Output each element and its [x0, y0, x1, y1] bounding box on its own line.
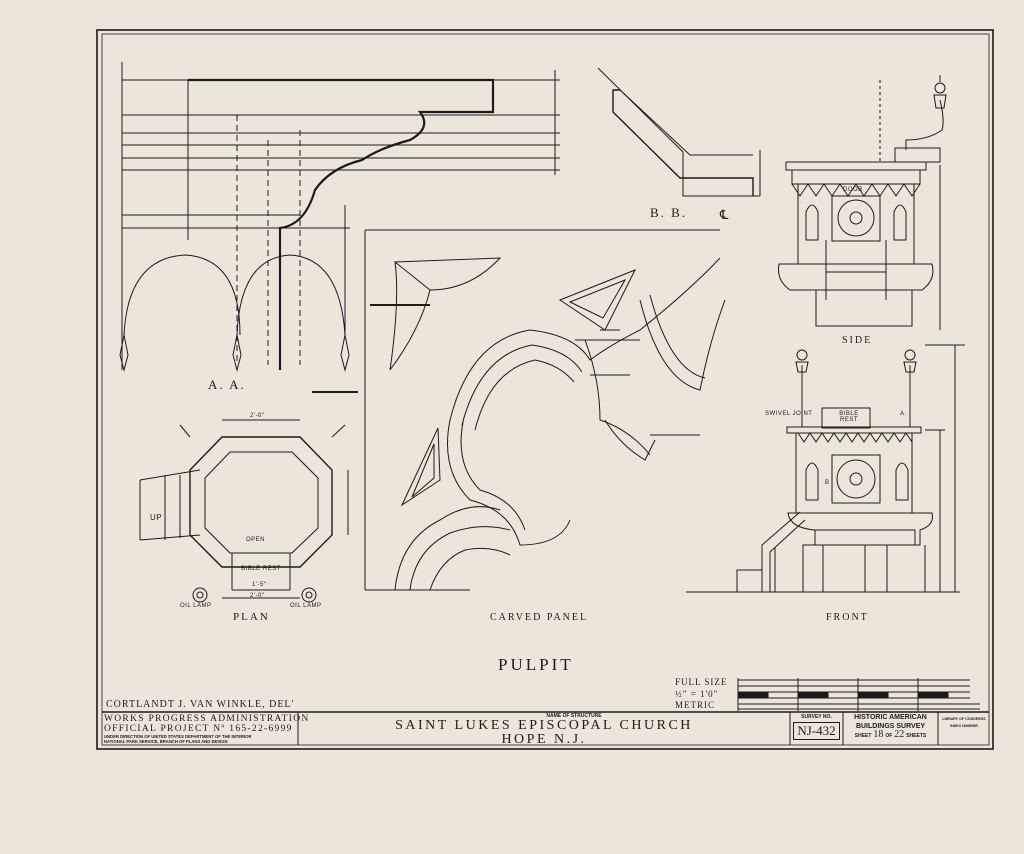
drawing-title: PULPIT — [498, 655, 574, 674]
project-number: OFFICIAL PROJECT Nº 165-22-6999 — [104, 724, 293, 734]
agency-name: WORKS PROGRESS ADMINISTRATION — [104, 714, 310, 724]
scale-ratio: ½" = 1'0" — [675, 689, 719, 699]
plan-note-bible-rest: BIBLE REST — [241, 566, 281, 572]
habs-line-1: HISTORIC AMERICAN — [854, 714, 927, 721]
plan-dim-top: 2'-0" — [250, 413, 265, 419]
of-word: OF — [885, 733, 893, 739]
title-block-survey: SURVEY NO. NJ-432 — [791, 714, 842, 740]
sheet-total: 22 — [894, 729, 905, 740]
plan-drawing — [139, 419, 349, 603]
delineator-credit: CORTLANDT J. VAN WINKLE, DEL' — [106, 699, 295, 710]
sheets-word: SHEETS — [906, 733, 927, 739]
section-bb-label: B. B. — [650, 205, 688, 220]
plan-dim-rest: 1'-5" — [252, 582, 267, 588]
front-note-bible-rest: BIBLE REST — [839, 411, 859, 423]
survey-caption: SURVEY NO. — [801, 714, 832, 720]
structure-caption: NAME OF STRUCTURE — [546, 713, 602, 719]
section-bb-drawing — [597, 67, 761, 197]
plan-label: PLAN — [233, 611, 270, 623]
library-line-1: LIBRARY OF CONGRESS — [942, 717, 986, 721]
title-block-library: LIBRARY OF CONGRESS INDEX NUMBER — [940, 716, 988, 730]
title-block-structure: NAME OF STRUCTURE SAINT LUKES EPISCOPAL … — [300, 713, 788, 747]
plan-note-oil-lamp-right: OIL LAMP — [290, 603, 322, 609]
carved-panel-label: CARVED PANEL — [490, 612, 589, 623]
structure-name: SAINT LUKES EPISCOPAL CHURCH — [395, 718, 693, 733]
front-note-swivel-joint: SWIVEL JOINT — [765, 411, 813, 417]
survey-number: NJ-432 — [793, 722, 840, 740]
plan-note-open: OPEN — [246, 537, 266, 543]
title-block-frame — [102, 711, 989, 745]
sheet-number: 18 — [873, 729, 884, 740]
structure-location: HOPE N.J. — [501, 732, 587, 747]
side-note-door: DOOR — [843, 187, 863, 193]
graphic-scale — [737, 678, 980, 711]
plan-note-up: UP — [150, 513, 163, 522]
habs-line-2: BUILDINGS SURVEY — [855, 722, 926, 730]
front-note-a: A. — [900, 411, 907, 417]
section-aa-drawing — [119, 62, 560, 393]
title-block-habs: HISTORIC AMERICAN BUILDINGS SURVEY SHEET… — [844, 714, 937, 741]
front-note-b: B — [825, 480, 830, 486]
side-label: SIDE — [842, 335, 873, 346]
plan-note-oil-lamp-left: OIL LAMP — [180, 603, 212, 609]
authority-line-1: UNDER DIRECTION OF UNITED STATES DEPARTM… — [104, 734, 252, 739]
sheet-word: SHEET — [854, 733, 872, 739]
front-elevation-drawing — [686, 344, 965, 593]
section-aa-label: A. A. — [208, 377, 246, 392]
sheet-count: SHEET 18 OF 22 SHEETS — [844, 729, 937, 741]
outer-border — [96, 29, 994, 750]
inner-border — [101, 33, 990, 746]
title-block-agency: WORKS PROGRESS ADMINISTRATION OFFICIAL P… — [104, 714, 310, 744]
plan-dim-bottom: 2'-0" — [250, 593, 265, 599]
library-line-2: INDEX NUMBER — [950, 724, 978, 728]
carved-panel-drawing — [364, 229, 726, 591]
scale-full-size: FULL SIZE — [675, 677, 728, 687]
authority-line-2: NATIONAL PARK SERVICE, BRANCH OF PLANS A… — [104, 739, 228, 744]
scale-metric: METRIC — [675, 700, 716, 710]
centerline-symbol: ℄ — [720, 207, 731, 222]
front-label: FRONT — [826, 612, 869, 623]
side-elevation-drawing — [778, 75, 947, 330]
